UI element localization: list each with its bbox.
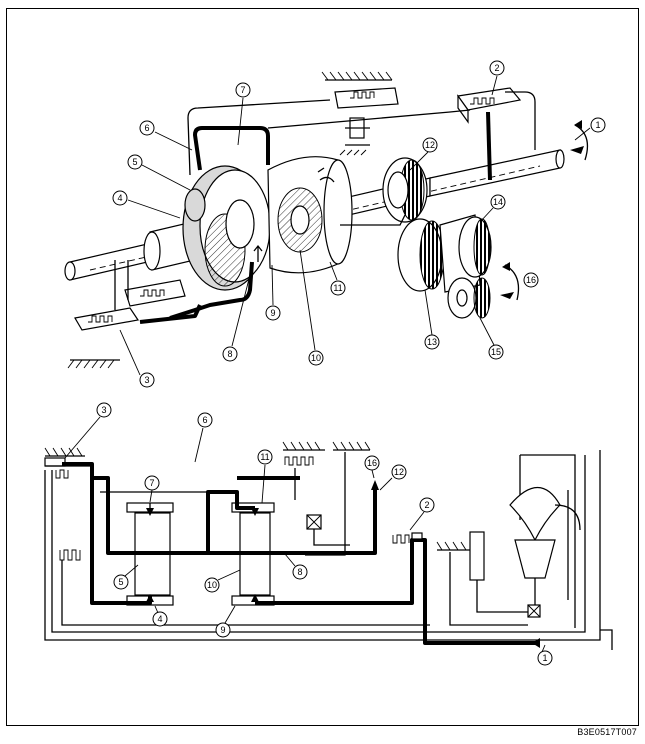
callout-13-top: 13	[424, 289, 440, 350]
callout-11-bottom: 11	[257, 449, 273, 504]
schematic-brake-lower-left	[59, 549, 430, 626]
idler-gear-14	[439, 214, 492, 293]
svg-text:8: 8	[227, 349, 232, 359]
callout-8-top: 8	[222, 274, 251, 362]
svg-text:14: 14	[493, 197, 503, 207]
schematic-ground-right	[436, 541, 470, 551]
sleeve-end	[143, 231, 161, 271]
rotation-arrow-1	[570, 120, 589, 161]
callout-9-top: 9	[265, 264, 281, 321]
callout-5-top: 5	[127, 154, 191, 191]
svg-text:6: 6	[202, 415, 207, 425]
svg-text:12: 12	[425, 140, 435, 150]
callout-15-top: 15	[479, 317, 504, 360]
svg-text:16: 16	[367, 458, 377, 468]
callout-2-top: 2	[489, 60, 505, 96]
power-flow-path	[62, 462, 540, 645]
callout-16-top: 16	[523, 272, 539, 288]
idler-gear-13	[397, 218, 445, 292]
schematic-diagram	[44, 441, 613, 650]
svg-text:5: 5	[118, 577, 123, 587]
callout-7-top: 7	[235, 82, 251, 146]
callout-12-bottom: 12	[379, 464, 407, 491]
callout-7-bottom: 7	[144, 475, 160, 503]
callout-8-bottom: 8	[284, 553, 308, 580]
brake-2-illustration	[456, 87, 536, 150]
oil-pump	[449, 531, 528, 626]
linkage-rails	[114, 99, 492, 324]
schematic-brake-2	[392, 532, 423, 544]
callout-16-bottom: 16	[364, 455, 380, 479]
svg-text:2: 2	[424, 500, 429, 510]
callout-2-bottom: 2	[409, 497, 435, 531]
callout-10-bottom: 10	[204, 569, 241, 593]
svg-text:10: 10	[207, 580, 217, 590]
flow-arrows	[146, 480, 540, 648]
svg-text:3: 3	[101, 405, 106, 415]
ground-hatch-left	[67, 359, 120, 369]
svg-text:8: 8	[297, 567, 302, 577]
svg-text:7: 7	[240, 85, 245, 95]
callout-10-top: 10	[299, 249, 324, 366]
svg-text:1: 1	[542, 653, 547, 663]
callout-3-top: 3	[119, 329, 155, 388]
svg-text:7: 7	[149, 478, 154, 488]
drive-gear-12	[382, 157, 428, 223]
svg-text:10: 10	[311, 353, 321, 363]
callout-5-bottom: 5	[113, 564, 139, 590]
schematic-ground-left	[44, 447, 85, 457]
svg-text:12: 12	[394, 467, 404, 477]
svg-text:11: 11	[260, 452, 269, 462]
rotation-arrow-16	[500, 262, 520, 301]
callout-labels: 1 2 3 4 5 6 7 8 9 10 11 12 13 14 15 16 1…	[64, 60, 606, 666]
figure-code: B3E0517T007	[577, 727, 637, 737]
callout-1-bottom: 1	[537, 644, 553, 666]
svg-text:13: 13	[427, 337, 437, 347]
output-gear-15	[447, 277, 491, 319]
svg-text:9: 9	[270, 308, 275, 318]
svg-text:6: 6	[144, 123, 149, 133]
svg-text:3: 3	[144, 375, 149, 385]
schematic-brake-mid	[284, 452, 346, 556]
callout-1-top: 1	[574, 117, 606, 141]
callout-4-top: 4	[112, 190, 181, 219]
svg-text:16: 16	[526, 275, 536, 285]
callout-12-top: 12	[409, 137, 438, 171]
upper-anchor	[334, 87, 399, 156]
callout-6-top: 6	[139, 120, 193, 151]
brake-3-illustration	[74, 279, 186, 331]
svg-text:4: 4	[117, 193, 122, 203]
svg-text:2: 2	[494, 63, 499, 73]
schematic-ground-mid	[282, 441, 371, 451]
callout-6-bottom: 6	[194, 412, 213, 463]
rear-planetary-drum	[253, 156, 353, 274]
one-way-clutch	[306, 514, 350, 546]
callout-4-bottom: 4	[152, 605, 168, 627]
callout-11-top: 11	[329, 261, 346, 296]
ground-hatch-top	[321, 71, 393, 81]
svg-text:4: 4	[157, 614, 162, 624]
svg-text:5: 5	[132, 157, 137, 167]
housing-inner	[51, 455, 586, 633]
callout-3-bottom: 3	[64, 402, 112, 459]
svg-text:15: 15	[491, 347, 501, 357]
callout-9-bottom: 9	[215, 605, 236, 638]
cutaway-illustration	[64, 71, 589, 369]
callout-14-top: 14	[479, 194, 506, 223]
svg-text:9: 9	[220, 625, 225, 635]
housing-step	[600, 629, 613, 650]
svg-text:11: 11	[333, 283, 342, 293]
figure-frame	[6, 8, 639, 726]
torque-converter	[509, 487, 581, 618]
svg-text:1: 1	[595, 120, 600, 130]
housing-outer	[44, 450, 601, 641]
front-planetary-set	[182, 165, 271, 291]
